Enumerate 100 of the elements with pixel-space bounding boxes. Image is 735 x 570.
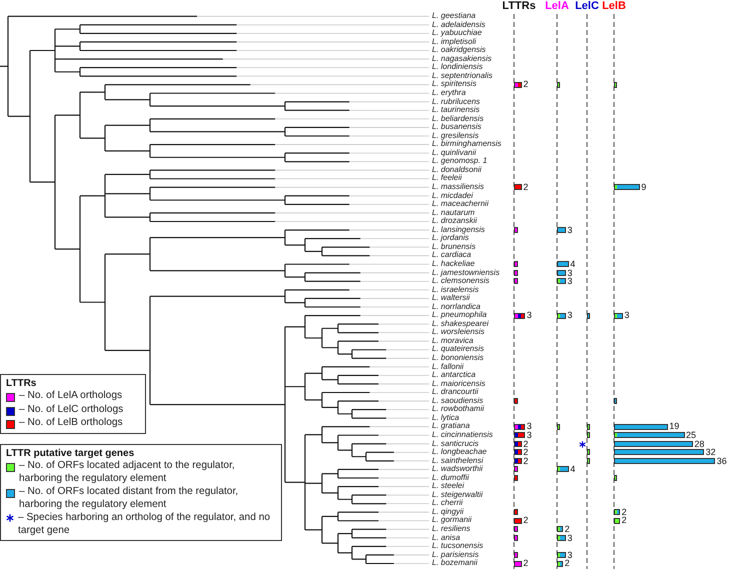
species-name: L. pneumophila (432, 311, 487, 320)
count-label: 9 (641, 183, 646, 192)
species-name: L. septentrionalis (432, 72, 492, 80)
count-label: 2 (622, 516, 627, 525)
legend-text: – No. of LelB orthologs (19, 417, 123, 430)
species-name: L. oakridgensis (432, 46, 486, 55)
species-name: L. worsleiensis (432, 328, 484, 337)
legend-text: – No. of ORFs located adjacent to the regulator, harboring the regulatory element (19, 460, 236, 485)
species-name: L. busanensis (432, 123, 482, 132)
species-name: L. clemsonensis (432, 277, 490, 286)
species-name: L. rowbothamii (432, 405, 484, 414)
count-label: 3 (567, 534, 572, 542)
species-name: L. dumoffii (432, 474, 469, 482)
species-name: L. parisiensis (432, 550, 479, 559)
count-label: 2 (523, 516, 528, 525)
species-name: L. gresilensis (432, 132, 479, 140)
species-name: L. longbeachae (432, 448, 487, 457)
count-label: 3 (567, 311, 572, 320)
species-name: L. santicrucis (432, 440, 479, 448)
species-name: L. saoudiensis (432, 396, 484, 405)
species-name: L. waltersii (432, 294, 470, 303)
species-name: L. geestiana (432, 12, 476, 20)
species-name: L. impletisoli (432, 38, 476, 46)
species-name: L. birminghamensis (432, 140, 502, 149)
species-name: L. nautarum (432, 208, 475, 217)
legend-text: – No. of LelA orthologs (19, 390, 122, 402)
species-name: L. sainthelensi (432, 456, 484, 465)
species-name: L. donaldsonii (432, 166, 482, 174)
species-name: L. jamestowniensis (432, 268, 500, 277)
species-name: L. antarctica (432, 371, 476, 380)
count-label: 3 (526, 422, 532, 431)
species-name: L. cardiaca (432, 251, 472, 260)
species-name: L. genomosp. 1 (432, 157, 488, 166)
species-name: L. gratiana (432, 422, 470, 431)
species-name: L. maioricensis (432, 380, 486, 388)
legend-heading: LTTRs (6, 378, 38, 389)
legend-text: – Species harboring an ortholog of the regulator, and no target gene (18, 512, 272, 537)
species-name: L. adelaidensis (432, 20, 486, 29)
species-name: L. feeleii (432, 174, 462, 183)
species-name: L. maceachernii (432, 200, 488, 209)
species-name: L. londiniensis (432, 63, 483, 72)
species-name: L. lansingensis (432, 226, 485, 234)
count-label: 2 (523, 448, 528, 457)
species-name: L. resiliens (432, 525, 470, 534)
count-label: 32 (706, 448, 716, 457)
species-name: L. taurinensis (432, 106, 480, 115)
species-name: L. anisa (432, 534, 460, 542)
species-name: L. yabuuchiae (432, 29, 482, 38)
species-name: L. drozanskii (432, 217, 477, 226)
count-label: 4 (570, 465, 576, 474)
species-name: L. gormanii (432, 516, 472, 525)
species-name: L. israelensis (432, 286, 479, 294)
species-name: L. steelei (432, 482, 464, 491)
species-name: L. massiliensis (432, 183, 484, 192)
count-label: 2 (523, 80, 528, 89)
column-header: LelC (575, 0, 599, 12)
species-name: L. tucsonensis (432, 542, 484, 551)
count-label: 25 (686, 430, 696, 440)
legend-text: – No. of ORFs located distant from the regulator, harboring the regulatory element (19, 486, 240, 511)
species-name: L. bozemanii (432, 559, 478, 568)
species-name: L. rubrilucens (432, 98, 480, 106)
column-header: LTTRs (502, 0, 536, 12)
species-name: L. fallonii (432, 362, 464, 371)
species-name: L. quateirensis (432, 345, 484, 354)
species-name: L. bononiensis (432, 354, 484, 362)
count-label: 19 (669, 422, 680, 431)
species-name: L. steigerwaltii (432, 490, 483, 499)
species-name: L. beliardensis (432, 114, 484, 123)
species-name: L. erythra (432, 88, 466, 98)
count-label: 2 (564, 559, 570, 568)
species-name: L. qingyii (432, 508, 464, 516)
species-name: L. micdadei (432, 192, 473, 200)
species-name: L. jordanis (432, 234, 469, 243)
species-name: L. spiritensis (432, 80, 476, 89)
species-name: L. cincinnatiensis (432, 430, 493, 440)
species-name: L. quinlivanii (432, 148, 476, 158)
legend-text: – No. of LelC orthologs (19, 404, 124, 416)
species-name: L. drancourtii (432, 388, 478, 397)
count-label: 2 (523, 440, 528, 448)
species-name: L. nagasakiensis (432, 54, 492, 63)
count-label: 3 (567, 268, 572, 277)
count-label: 2 (523, 183, 528, 192)
column-header: LelA (545, 0, 569, 12)
species-name: L. cherrii (432, 499, 463, 508)
count-label: 2 (523, 456, 528, 466)
count-label: 3 (526, 430, 532, 440)
count-label: 28 (694, 440, 704, 448)
count-label: 4 (570, 260, 576, 268)
species-name: L. moravica (432, 336, 474, 345)
column-header: LelB (602, 0, 626, 12)
count-label: 3 (567, 277, 572, 286)
count-label: 3 (624, 311, 630, 320)
legend-heading: LTTR putative target genes (6, 448, 136, 459)
count-label: 2 (622, 508, 627, 516)
count-label: 36 (716, 456, 727, 466)
species-name: L. lytica (432, 414, 460, 422)
species-name: L. shakespearei (432, 320, 488, 328)
count-label: 2 (523, 559, 528, 568)
count-label: 3 (526, 311, 532, 320)
count-label: 3 (567, 226, 572, 234)
